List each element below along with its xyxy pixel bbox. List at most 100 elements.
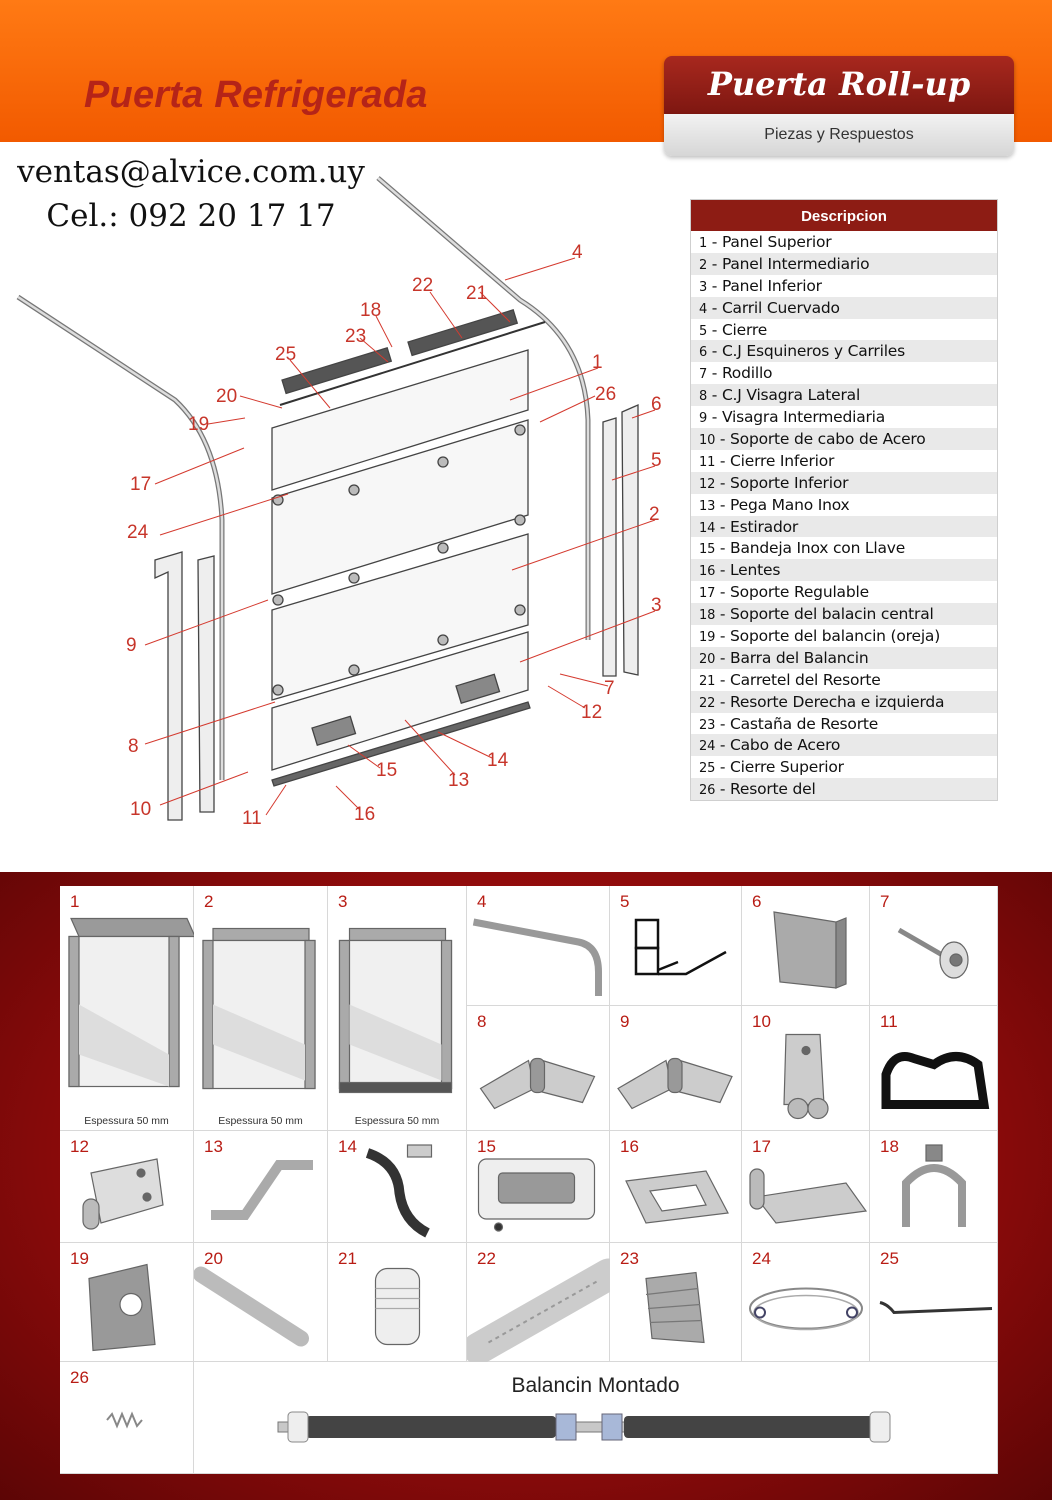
description-row-number: 23 — [699, 717, 716, 733]
spring-icon — [467, 1258, 610, 1362]
callout-25: 25 — [275, 344, 296, 365]
catalog-cell-11: 11 — [870, 1006, 998, 1131]
callout-12: 12 — [581, 702, 602, 723]
description-row-label: Panel Intermediario — [721, 254, 870, 273]
description-row-number: 8 — [699, 389, 708, 405]
steel-cable-icon — [749, 1287, 863, 1331]
description-row-separator: - — [715, 430, 731, 449]
catalog-cell-number: 20 — [204, 1249, 223, 1268]
description-row-number: 24 — [699, 739, 716, 755]
description-row: 19 - Soporte del balancin (oreja) — [691, 625, 997, 647]
catalog-cell-8: 8 — [467, 1006, 610, 1131]
description-row: 13 - Pega Mano Inox — [691, 494, 997, 516]
description-row-number: 14 — [699, 520, 716, 536]
small-spring-icon — [106, 1411, 143, 1429]
description-row-separator: - — [707, 342, 722, 361]
description-row: 14 - Estirador — [691, 515, 997, 538]
catalog-cell-number: 10 — [752, 1012, 771, 1031]
catalog-cell-number: 1 — [70, 892, 80, 911]
catalog-cell-16: 16 — [610, 1131, 742, 1243]
description-row-separator: - — [715, 517, 731, 536]
description-row-separator: - — [715, 736, 731, 755]
catalog-cell-number: 19 — [70, 1249, 89, 1268]
catalog-cell-caption: Espessura 50 mm — [354, 1115, 440, 1127]
catalog-cell-18: 18 — [870, 1131, 998, 1243]
description-row: 6 - C.J Esquineros y Carriles — [691, 340, 997, 363]
description-row: 10 - Soporte de cabo de Acero — [691, 428, 997, 450]
description-row-separator: - — [707, 276, 722, 295]
catalog-cell-number: 17 — [752, 1137, 771, 1156]
spring-cone-icon — [645, 1271, 705, 1344]
catalog-cell-22: 22 — [467, 1243, 610, 1362]
callout-1: 1 — [592, 352, 603, 373]
callout-26: 26 — [595, 384, 616, 405]
description-row-separator: - — [707, 320, 722, 339]
cable-bracket-icon — [783, 1033, 829, 1120]
description-row-number: 20 — [699, 651, 716, 667]
description-row-label: C.J Esquineros y Carriles — [721, 342, 906, 361]
catalog-cell-caption: Espessura 50 mm — [218, 1115, 303, 1127]
bottom-seal-icon — [881, 1052, 990, 1109]
description-row-number: 7 — [699, 367, 708, 383]
catalog-cell-20: 20 — [194, 1243, 328, 1362]
top-panel-icon — [68, 917, 194, 1088]
description-row-label: Soporte del balancin (oreja) — [730, 627, 941, 646]
tensioner-icon — [365, 1144, 433, 1238]
assembled-balancin-cell: Balancin Montado — [194, 1362, 998, 1474]
ear-bracket-icon — [88, 1263, 156, 1352]
description-row: 7 - Rodillo — [691, 362, 997, 384]
description-row-number: 15 — [699, 542, 716, 558]
description-row-separator: - — [707, 408, 722, 427]
description-row: 9 - Visagra Intermediaria — [691, 406, 997, 428]
catalog-cell-number: 25 — [880, 1249, 899, 1268]
catalog-cell-5: 5 — [610, 886, 742, 1006]
callout-24: 24 — [127, 522, 149, 543]
catalog-cell-number: 26 — [70, 1368, 89, 1387]
description-row: 17 - Soporte Regulable — [691, 581, 997, 603]
description-row-separator: - — [715, 627, 731, 646]
description-row-separator: - — [715, 758, 731, 777]
catalog-cell-number: 12 — [70, 1137, 89, 1156]
brand-title: Puerta Refrigerada — [84, 74, 428, 116]
lens-plate-icon — [625, 1170, 729, 1224]
callout-23: 23 — [345, 326, 366, 347]
description-row-number: 17 — [699, 586, 716, 602]
description-row-label: Estirador — [730, 517, 799, 536]
description-row: 24 - Cabo de Acero — [691, 734, 997, 757]
description-row: 16 - Lentes — [691, 559, 997, 582]
description-row: 21 - Carretel del Resorte — [691, 669, 997, 691]
exploded-door-diagram: 1 2 3 4 5 6 7 8 9 10 11 12 13 14 15 16 1… — [16, 176, 662, 829]
adjustable-bracket-icon — [749, 1168, 868, 1224]
description-row-number: 6 — [699, 345, 708, 361]
catalog-cell-number: 5 — [620, 892, 630, 911]
catalog-cell-7: 7 — [870, 886, 998, 1006]
callout-22: 22 — [412, 275, 433, 296]
lock-tray-icon — [477, 1158, 596, 1232]
callout-13: 13 — [448, 770, 469, 791]
description-row-label: Resorte Derecha e izquierda — [730, 692, 945, 711]
description-row: 26 - Resorte del — [691, 778, 997, 801]
catalog-cell-4: 4 — [467, 886, 610, 1006]
callout-4: 4 — [572, 242, 583, 263]
description-row-label: Rodillo — [721, 364, 773, 383]
description-row-separator: - — [707, 254, 722, 273]
catalog-cell-number: 7 — [880, 892, 890, 911]
seal-profile-icon — [634, 918, 727, 976]
assembled-balancin-icon — [277, 1411, 891, 1443]
description-row-number: 16 — [699, 564, 716, 580]
description-row: 15 - Bandeja Inox con Llave — [691, 537, 997, 559]
catalog-cell-6: 6 — [742, 886, 870, 1006]
description-row-separator: - — [715, 714, 731, 733]
description-row-number: 4 — [699, 301, 708, 317]
catalog-cell-caption: Espessura 50 mm — [84, 1115, 169, 1127]
description-row: 1 - Panel Superior — [691, 231, 997, 253]
contact-email[interactable]: ventas@alvice.com.uy — [17, 154, 365, 190]
description-row-separator: - — [715, 561, 731, 580]
description-row-label: Pega Mano Inox — [730, 495, 850, 514]
description-row-number: 1 — [699, 236, 708, 251]
catalog-cell-number: 16 — [620, 1137, 639, 1156]
description-row-number: 5 — [699, 323, 708, 339]
